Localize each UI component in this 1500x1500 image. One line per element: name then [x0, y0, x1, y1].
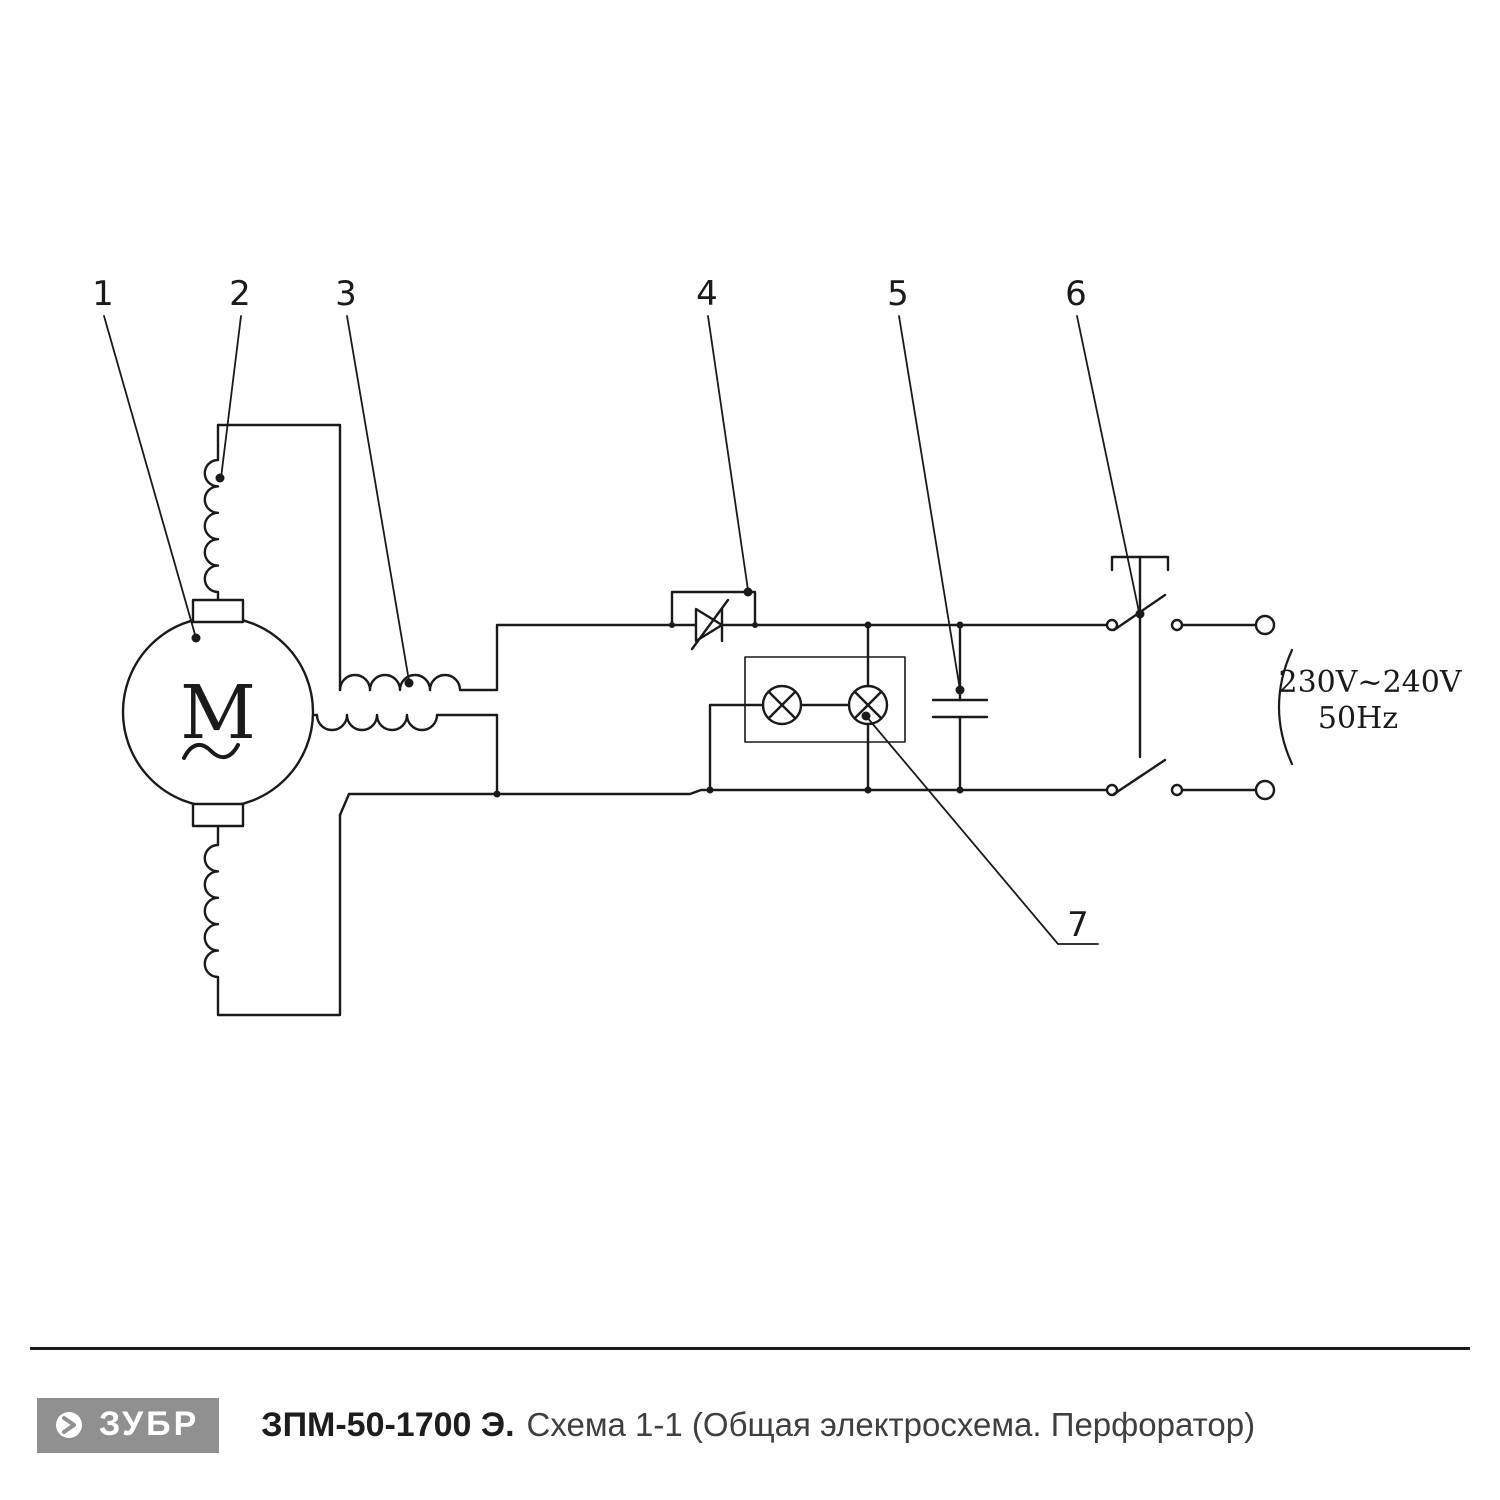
callout-6-label: 6: [1065, 274, 1087, 314]
callout-6-leader: [1076, 315, 1140, 613]
switch-contact-top-left: [1105, 618, 1119, 632]
motor-letter: M: [180, 670, 256, 756]
callout-1: 1: [92, 274, 201, 643]
brush-terminal-bottom: [191, 802, 245, 828]
callouts: 1 2 3 4 5 6: [92, 274, 1145, 945]
supply-frequency-label: 50Hz: [1318, 701, 1398, 736]
switch-contact-bottom-right: [1170, 783, 1184, 797]
wire-top-left: [203, 423, 220, 602]
callout-2: 2: [215, 274, 251, 483]
callout-5-leader: [898, 315, 961, 691]
callout-3-dot: [404, 678, 414, 688]
lamp-right-cross: [853, 690, 883, 720]
callout-4-dot: [743, 587, 753, 597]
junction-dots: [493, 621, 964, 798]
junction-dot: [956, 786, 964, 794]
switch-actuator: [1110, 555, 1170, 759]
junction-dot: [752, 622, 758, 628]
brand-name: ЗУБР: [99, 1405, 200, 1443]
supply-voltage-label: 230V~240V: [1279, 665, 1463, 700]
callout-1-label: 1: [92, 274, 114, 314]
junction-dot: [864, 621, 872, 629]
callout-6-dot: [1135, 609, 1145, 619]
callout-3-leader: [346, 315, 410, 682]
capacitor-symbol: [931, 623, 989, 792]
triac-strike: [690, 598, 730, 651]
callout-5-label: 5: [887, 274, 909, 314]
lamp-box: [744, 656, 906, 743]
callout-4-leader: [707, 315, 749, 591]
wire-bottom-rail: [338, 788, 1109, 817]
brush-terminal-top: [191, 598, 245, 624]
junction-dot: [956, 621, 964, 629]
schema-caption: Схема 1-1 (Общая электросхема. Перфорато…: [526, 1406, 1256, 1443]
junction-dot: [669, 622, 675, 628]
schema-title: ЗПМ-50-1700 Э. Схема 1-1 (Общая электрос…: [261, 1406, 1255, 1445]
lamp-module: [708, 623, 906, 792]
supply-brace: [1277, 648, 1294, 766]
bypass-path: [670, 590, 757, 627]
switch-blade-bottom: [1112, 758, 1167, 796]
footer-divider: [30, 1347, 1470, 1350]
lamp-left-wire: [708, 703, 765, 792]
callout-3: 3: [335, 274, 414, 688]
motor-symbol: M: [121, 598, 315, 828]
callout-7: 7: [861, 711, 1099, 945]
callout-2-label: 2: [229, 274, 251, 314]
triac-symbol: [690, 598, 1109, 651]
choke-lower-path: [311, 713, 499, 796]
supply-terminals: 230V~240V 50Hz: [1254, 614, 1463, 801]
callout-4-label: 4: [696, 274, 718, 314]
callout-7-leader: [865, 715, 1099, 945]
power-switch: [1105, 555, 1258, 797]
callout-1-leader: [103, 315, 197, 639]
choke-upper-path: [338, 623, 698, 692]
callout-4: 4: [696, 274, 753, 597]
field-coil-bottom: [203, 813, 342, 1017]
terminal-bottom: [1254, 779, 1276, 801]
choke-coil-lower: [311, 713, 499, 796]
callout-2-leader: [220, 315, 242, 479]
terminal-top: [1254, 614, 1276, 636]
callout-5-dot: [955, 685, 965, 695]
brand-arrow-icon: [56, 1411, 82, 1438]
callout-6: 6: [1065, 274, 1145, 619]
wiring-diagram: M: [92, 274, 1463, 1017]
wire-bottom-left: [203, 813, 342, 1017]
field-coil-top: [203, 423, 342, 692]
junction-dot: [864, 786, 872, 794]
switch-contact-top-right: [1170, 618, 1184, 632]
footer: ЗУБР ЗПМ-50-1700 Э. Схема 1-1 (Общая эле…: [0, 1347, 1500, 1453]
callout-2-dot: [215, 473, 225, 483]
ac-tilde: [182, 743, 240, 760]
callout-7-label: 7: [1067, 905, 1089, 945]
junction-dot: [706, 786, 714, 794]
lamp-left-cross: [767, 690, 797, 720]
callout-1-dot: [191, 633, 201, 643]
model-number: ЗПМ-50-1700 Э.: [261, 1406, 515, 1444]
bypass-link: [670, 590, 757, 627]
choke-coil-upper: [338, 623, 698, 692]
brand-logo: ЗУБР: [37, 1398, 220, 1453]
wire-top-rail: [216, 423, 342, 692]
footer-row: ЗУБР ЗПМ-50-1700 Э. Схема 1-1 (Общая эле…: [37, 1398, 1500, 1453]
junction-dot: [493, 790, 501, 798]
callout-3-label: 3: [335, 274, 357, 314]
callout-5: 5: [887, 274, 965, 695]
